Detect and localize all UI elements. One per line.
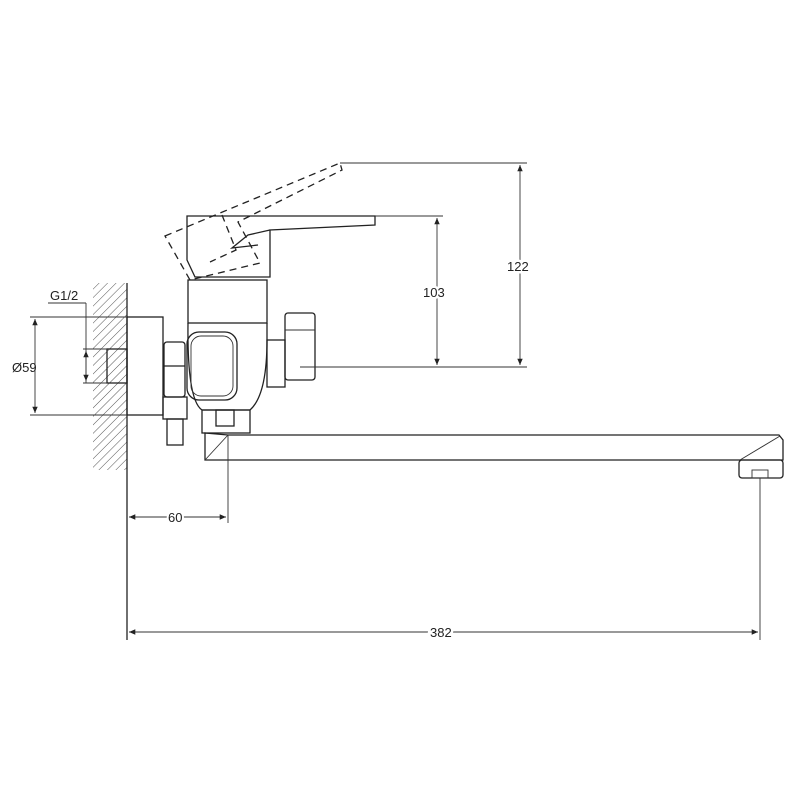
lever-handle: [186, 215, 376, 278]
height-dimensions: 103 122: [300, 162, 531, 368]
thread-dimension: G1/2: [48, 288, 107, 384]
body-height-label: 103: [423, 285, 445, 300]
total-reach-dimension: 382: [129, 478, 761, 643]
wall-to-spout-dimension: 60: [129, 435, 229, 527]
wall: [93, 283, 128, 640]
flange-diameter-dimension: Ø59: [12, 316, 127, 416]
total-reach-label: 382: [430, 625, 452, 640]
lever-raised-outline: [164, 162, 343, 281]
flange-diameter-label: Ø59: [12, 360, 37, 375]
spout: [204, 432, 784, 479]
mixer-body: [186, 279, 316, 434]
wall-fitting: [106, 316, 188, 446]
lever-raised-height-label: 122: [507, 259, 529, 274]
thread-label: G1/2: [50, 288, 78, 303]
wall-to-spout-label: 60: [168, 510, 182, 525]
